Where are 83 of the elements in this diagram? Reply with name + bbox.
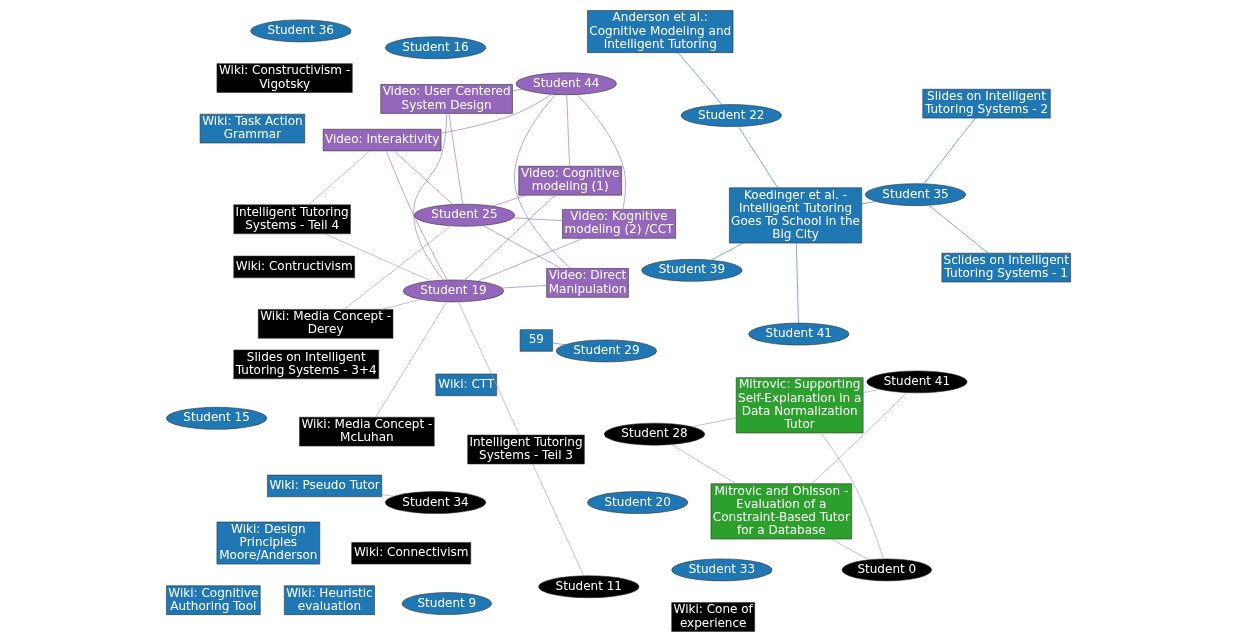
connector <box>565 94 570 167</box>
connector <box>512 217 563 221</box>
node-box: Video: Kognitive modeling (2) /CCT <box>561 209 676 239</box>
node-box: Wiki: Cone of experience <box>670 602 755 632</box>
node-ellipse: Student 41 <box>866 370 967 394</box>
node-ellipse: Student 33 <box>670 558 772 582</box>
node-box: Slides on Intelligent Tutoring Systems - 3+4 <box>233 349 379 380</box>
connector <box>691 417 736 427</box>
connector <box>412 113 447 281</box>
node-ellipse: Student 35 <box>864 183 966 206</box>
connector <box>810 392 906 484</box>
connector <box>677 52 722 105</box>
node-box: Wiki: Media Concept - McLuhan <box>298 416 435 447</box>
connector <box>576 94 626 210</box>
node-box: Wiki: Task Action Grammar <box>199 113 305 144</box>
node-box: Wiki: Heuristic evaluation <box>283 585 375 615</box>
connector <box>381 299 421 310</box>
node-ellipse: Student 16 <box>384 36 486 60</box>
node-box: Wiki: Constructivism - Vigotsky <box>216 63 353 93</box>
node-ellipse: Student 11 <box>537 575 639 598</box>
node-ellipse: Student 22 <box>680 104 782 127</box>
connector <box>861 201 876 205</box>
node-ellipse: Student 29 <box>555 339 657 363</box>
connector <box>464 194 555 281</box>
node-box: Mitrovic and Ohlsson - Evaluation of a Constraint-Based Tutor for a Database <box>710 483 852 540</box>
connector <box>375 301 447 418</box>
node-box: Sclides on Intelligent Tutoring Systems - 1 <box>941 252 1071 283</box>
connector <box>923 117 976 184</box>
node-box: Mitrovic: Supporting Self-Explanation in a Data Normalization Tutor <box>735 377 863 434</box>
node-box: Video: Interaktivity <box>322 128 441 152</box>
connector <box>501 285 547 289</box>
node-box: Anderson et al.: Cognitive Modeling and Intelligent Tutoring <box>586 10 733 53</box>
node-ellipse: Student 0 <box>841 558 932 582</box>
connector <box>928 205 989 254</box>
node-ellipse: Student 44 <box>515 72 617 95</box>
node-ellipse: Student 15 <box>165 407 267 430</box>
node-box: 59 <box>519 329 553 352</box>
connector <box>323 233 431 282</box>
node-box: Wiki: Media Concept - Derey <box>257 309 393 339</box>
connector <box>457 301 520 436</box>
node-box: Video: Cognitive modeling (1) <box>517 165 622 196</box>
node-ellipse: Student 19 <box>402 279 504 303</box>
connector <box>551 342 565 346</box>
node-box: Wiki: Contructivism <box>233 255 355 279</box>
node-ellipse: Student 20 <box>586 491 688 514</box>
connector <box>381 494 394 497</box>
node-ellipse: Student 39 <box>640 259 742 282</box>
node-box: Wiki: Pseudo Tutor <box>266 474 382 498</box>
connector <box>511 88 523 91</box>
node-box: Video: User Centered System Design <box>379 84 513 114</box>
node-ellipse: Student 28 <box>603 422 705 446</box>
node-box: Wiki: Design Principles Moore/Anderson <box>216 521 320 565</box>
connector <box>737 126 778 188</box>
connector <box>862 389 880 393</box>
connector <box>795 243 799 324</box>
node-ellipse: Student 34 <box>384 491 486 514</box>
node-box: Slides on Intelligent Tutoring Systems - 2 <box>921 88 1051 119</box>
connector <box>710 242 743 261</box>
connector <box>513 94 571 269</box>
connector <box>440 94 552 134</box>
node-box: Video: Direct Manipulation <box>545 268 629 298</box>
node-box: Koedinger et al. - Intelligent Tutoring Goes To School in the Big City <box>728 187 862 244</box>
node-ellipse: Student 9 <box>401 592 492 615</box>
connector <box>820 432 884 560</box>
connector <box>476 238 584 282</box>
connector <box>343 225 451 310</box>
node-ellipse: Student 36 <box>249 19 351 43</box>
connector <box>531 463 584 576</box>
node-ellipse: Student 25 <box>413 203 515 227</box>
connector <box>830 538 869 560</box>
node-box: Wiki: Connectivism <box>350 542 471 565</box>
connector <box>482 225 561 269</box>
connector <box>492 194 526 207</box>
node-box: Intelligent Tutoring Systems - Teil 4 <box>233 204 351 235</box>
node-box: Intelligent Tutoring Systems - Teil 3 <box>466 434 585 465</box>
connector <box>670 444 736 484</box>
connector <box>393 150 453 205</box>
connector <box>307 150 370 206</box>
connector <box>385 150 448 281</box>
node-box: Wiki: CTT <box>435 373 497 396</box>
connector <box>448 113 463 205</box>
node-ellipse: Student 41 <box>747 322 849 346</box>
node-box: Wiki: Cognitive Authoring Tool <box>165 585 261 615</box>
